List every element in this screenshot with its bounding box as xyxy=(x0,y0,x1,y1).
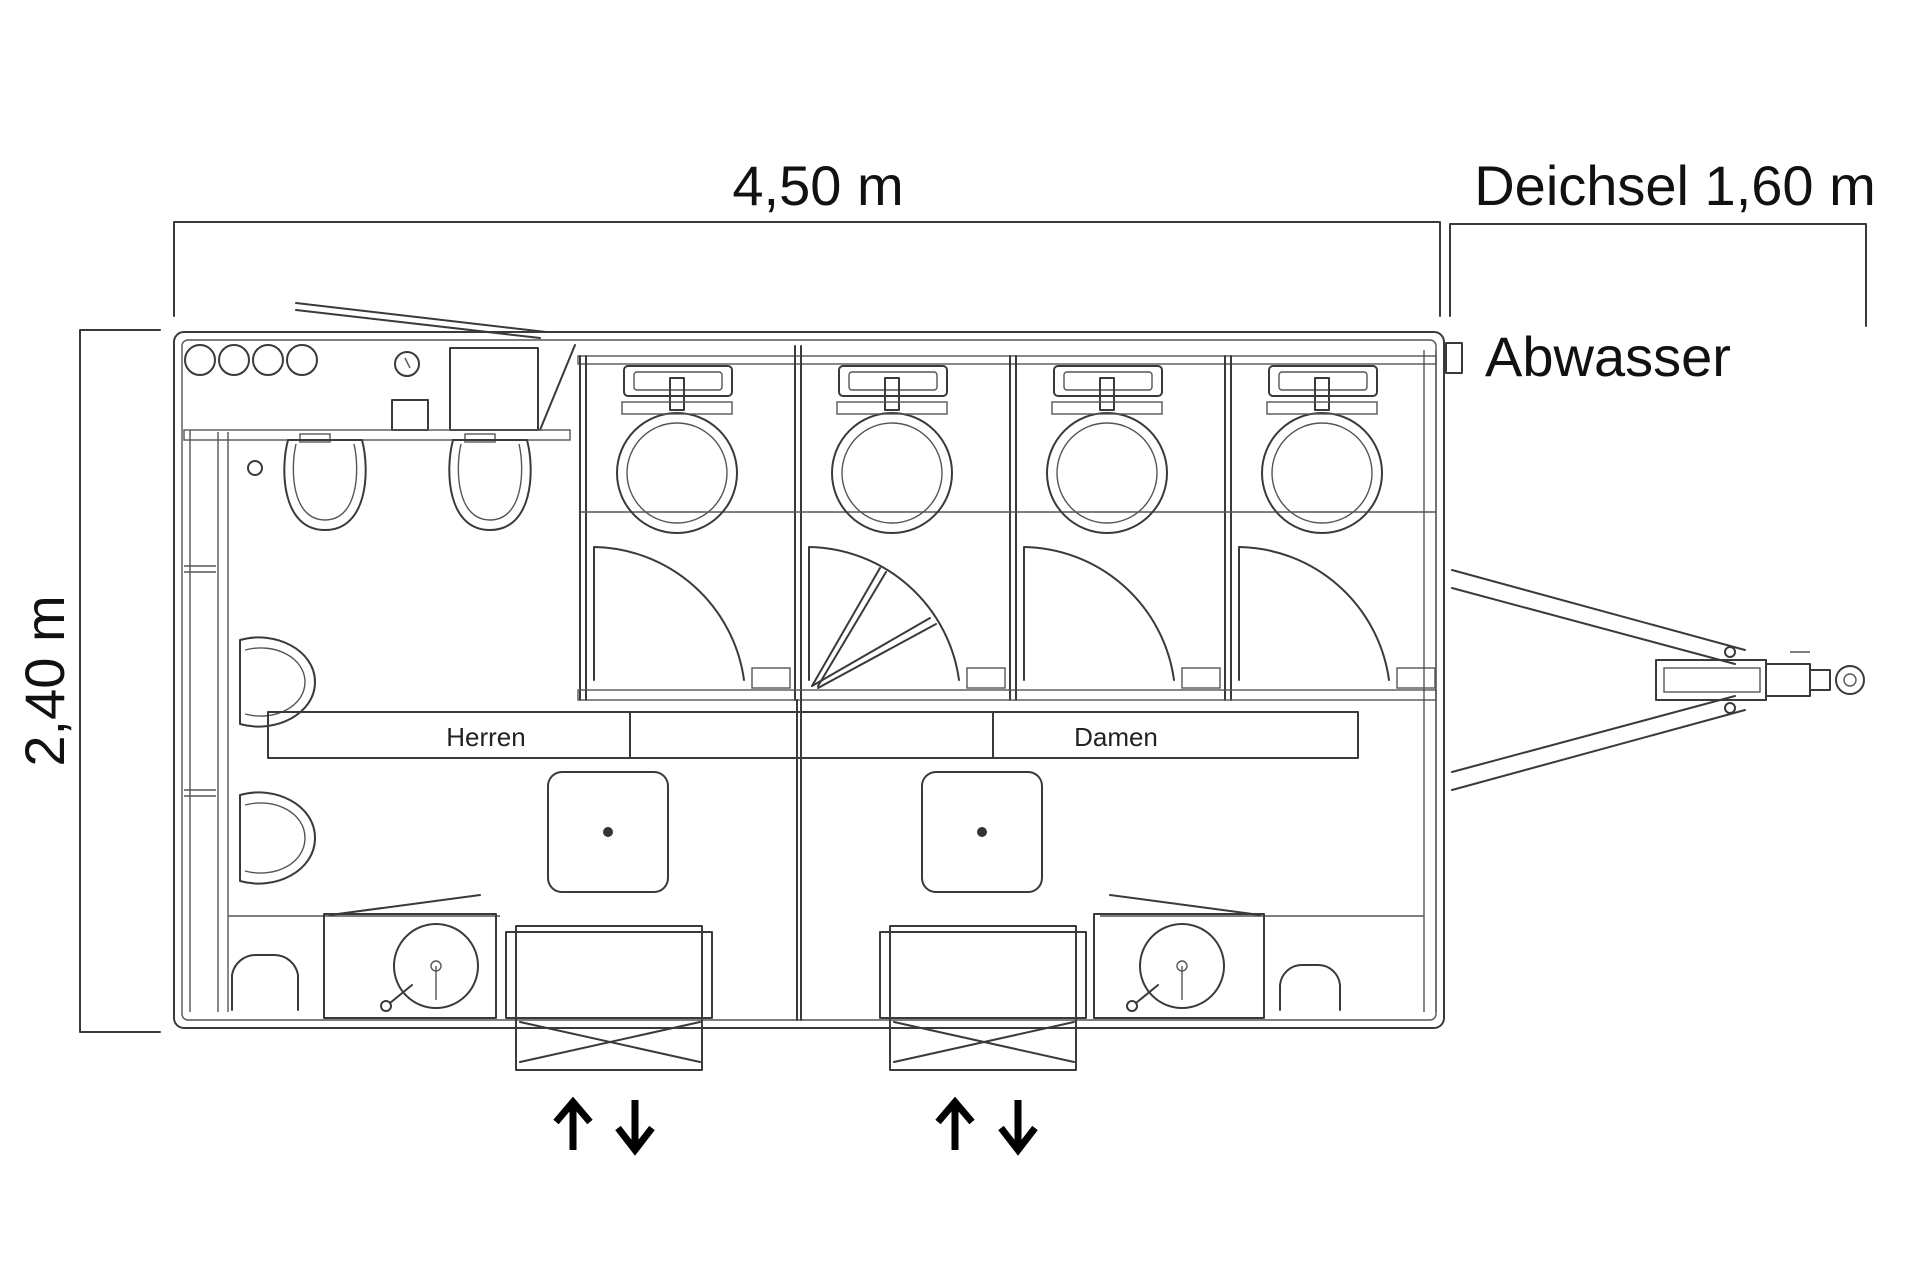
wash-basin xyxy=(1053,365,1163,397)
floor-drain xyxy=(921,771,1043,893)
length-dimension: 4,50 m xyxy=(173,154,1441,317)
urinal xyxy=(239,636,316,728)
wastewater-label: Abwasser xyxy=(1485,325,1731,388)
toilet-cabin xyxy=(1238,365,1436,689)
boiler-box xyxy=(449,347,539,431)
wash-basin xyxy=(838,365,948,397)
hitch-ball-icon xyxy=(1835,665,1865,695)
bottom-fixtures xyxy=(228,894,1424,1019)
gas-bottle-icon xyxy=(184,344,216,376)
hand-dryer-icon xyxy=(231,953,299,1011)
gas-bottle-icon xyxy=(218,344,250,376)
width-dimension: 2,40 m xyxy=(13,329,161,1033)
gas-bottle-icon xyxy=(286,344,318,376)
toilet-bowl xyxy=(616,412,738,534)
women-label: Damen xyxy=(1074,722,1158,752)
cabin-block xyxy=(577,345,1437,701)
entrance-step-right xyxy=(879,925,1087,1071)
urinal xyxy=(283,433,367,531)
wash-basin xyxy=(1268,365,1378,397)
gas-bottle-icon xyxy=(252,344,284,376)
trailer-outline xyxy=(173,331,1463,1029)
drawbar xyxy=(1451,569,1865,791)
toilet-cabin xyxy=(1023,365,1221,689)
urinal xyxy=(448,433,532,531)
toilet-bowl xyxy=(831,412,953,534)
drain-icon xyxy=(247,460,263,476)
entrance-arrows-left xyxy=(553,1096,655,1156)
arrow-up-icon xyxy=(553,1096,593,1150)
toilet-cabin xyxy=(808,365,1006,689)
entrance-step-left xyxy=(505,925,713,1071)
technical-room xyxy=(183,302,576,441)
floor-drain xyxy=(547,771,669,893)
arrow-down-icon xyxy=(998,1100,1038,1156)
width-label: 2,40 m xyxy=(13,595,76,766)
wash-basin xyxy=(623,365,733,397)
toilet-cabin xyxy=(593,365,791,689)
urinal xyxy=(239,791,316,885)
toilet-bowl xyxy=(1261,412,1383,534)
hand-dryer-icon xyxy=(1279,963,1341,1011)
length-label: 4,50 m xyxy=(732,154,903,217)
drawbar-label: Deichsel 1,60 m xyxy=(1474,154,1876,217)
valve-icon xyxy=(394,351,420,377)
arrow-up-icon xyxy=(935,1096,975,1150)
toilet-bowl xyxy=(1046,412,1168,534)
water-heater xyxy=(1093,913,1265,1019)
water-heater xyxy=(323,913,497,1019)
entrance-arrows-right xyxy=(935,1096,1038,1156)
men-label: Herren xyxy=(446,722,525,752)
arrow-down-icon xyxy=(615,1100,655,1156)
drawbar-dimension: Deichsel 1,60 m xyxy=(1449,154,1876,327)
central-partition xyxy=(796,699,802,1021)
sign-bar: Herren Damen xyxy=(267,711,1359,759)
